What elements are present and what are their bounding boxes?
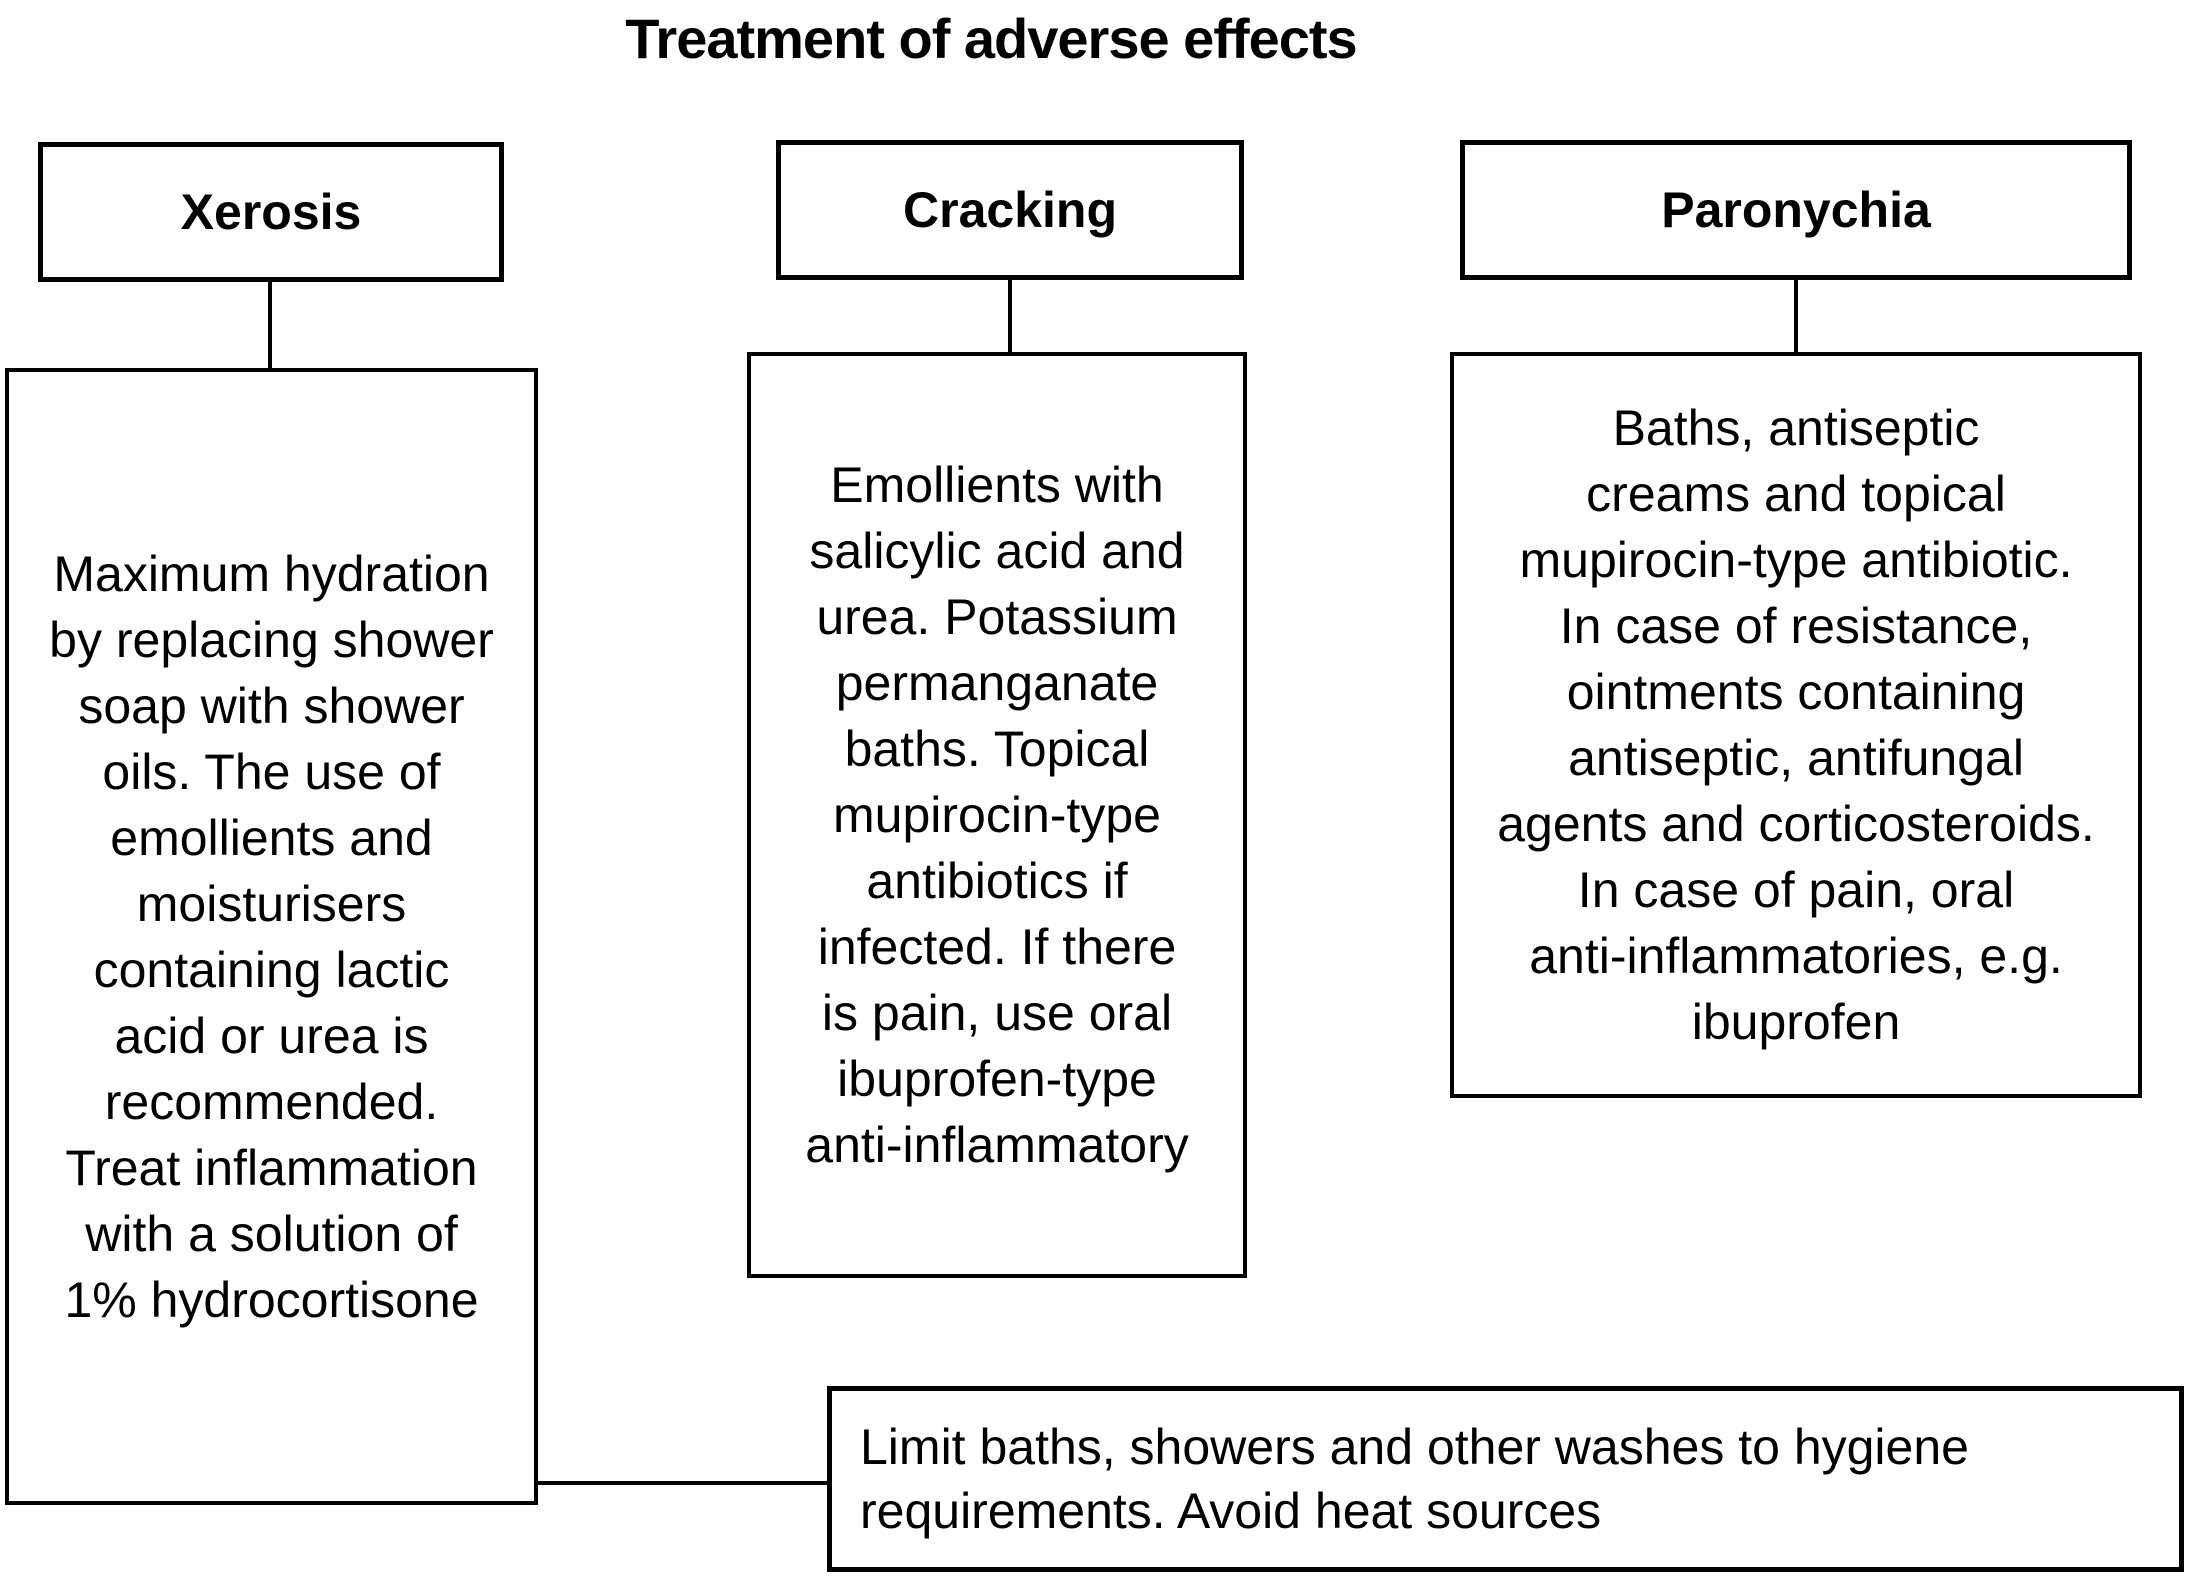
diagram-title: Treatment of adverse effects (625, 7, 1357, 70)
note-box: Limit baths, showers and other washes to… (827, 1386, 2184, 1572)
content-box-paronychia: Baths, antiseptic creams and topical mup… (1450, 352, 2142, 1098)
header-box-cracking: Cracking (776, 140, 1244, 280)
header-label-cracking: Cracking (903, 182, 1117, 238)
header-box-paronychia: Paronychia (1460, 140, 2132, 280)
connector-cracking (1008, 278, 1012, 354)
header-label-paronychia: Paronychia (1661, 182, 1931, 238)
connector-xerosis (268, 280, 272, 370)
content-box-xerosis: Maximum hydration by replacing shower so… (5, 368, 538, 1505)
content-text-xerosis: Maximum hydration by replacing shower so… (49, 545, 494, 1328)
connector-paronychia (1794, 278, 1798, 354)
header-label-xerosis: Xerosis (180, 184, 362, 240)
content-text-cracking: Emollients with salicylic acid and urea.… (805, 457, 1189, 1173)
content-text-paronychia: Baths, antiseptic creams and topical mup… (1497, 400, 2095, 1050)
header-box-xerosis: Xerosis (38, 142, 504, 282)
content-box-cracking: Emollients with salicylic acid and urea.… (747, 352, 1247, 1278)
connector-note (537, 1481, 829, 1485)
note-text: Limit baths, showers and other washes to… (860, 1419, 1969, 1539)
